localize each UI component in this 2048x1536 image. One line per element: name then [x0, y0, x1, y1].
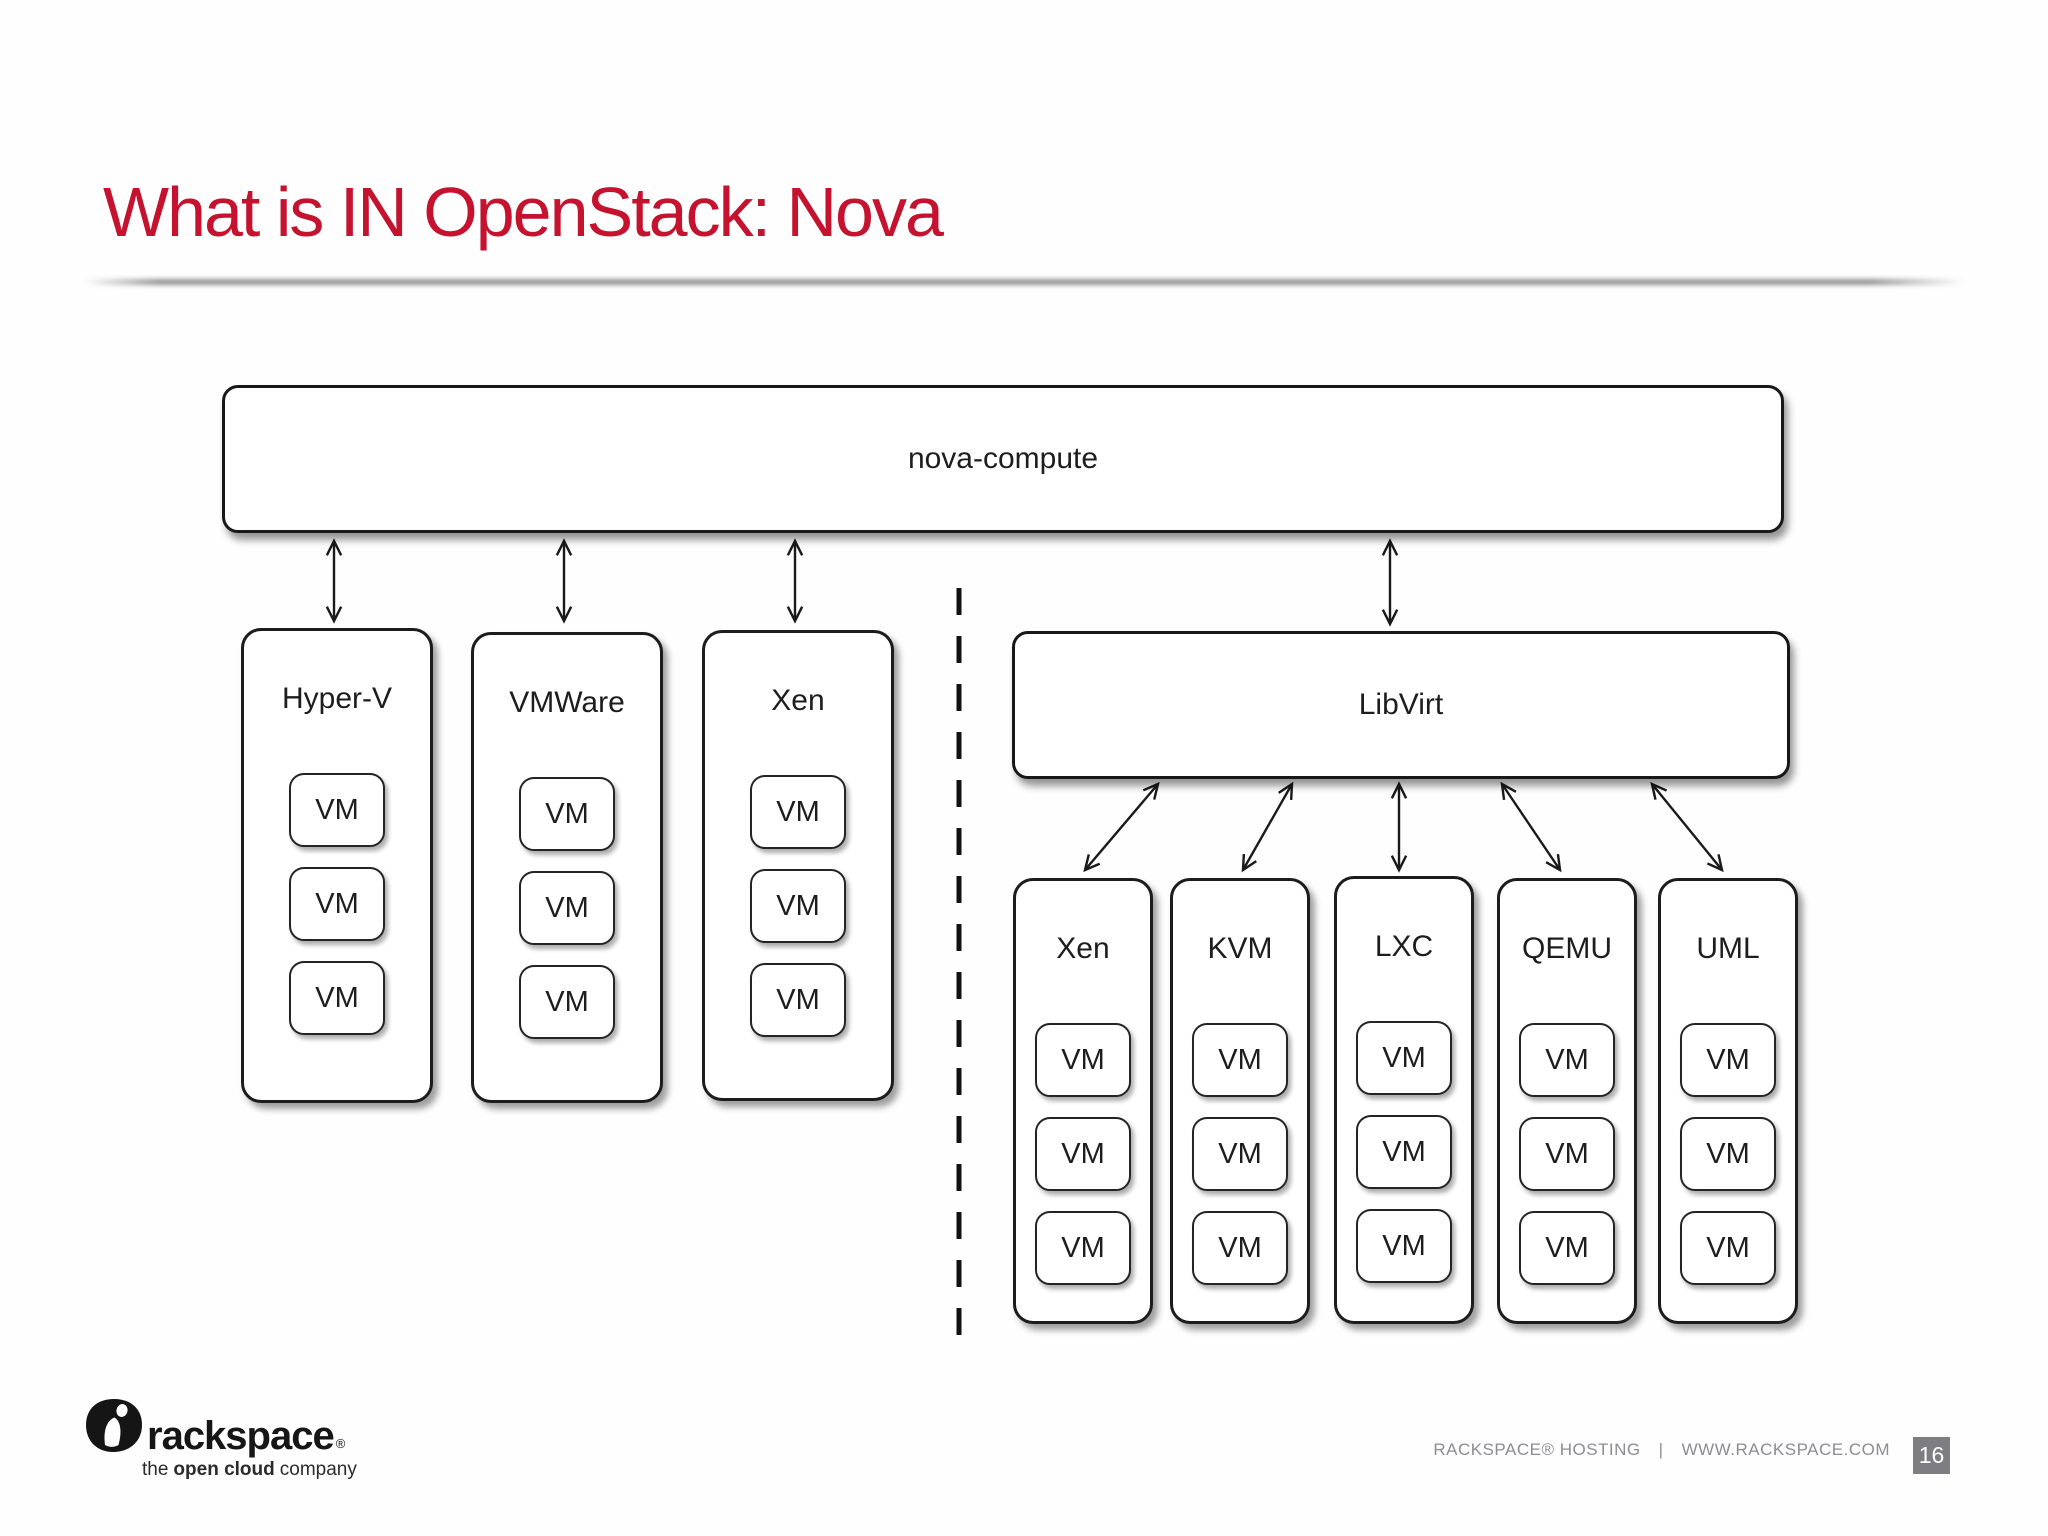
- vm-stack: VM VM VM: [1661, 1023, 1795, 1285]
- vm-box: VM: [750, 869, 846, 943]
- slide-title: What is IN OpenStack: Nova: [103, 173, 944, 251]
- vm-box: VM: [1035, 1211, 1131, 1285]
- vm-box: VM: [1356, 1209, 1452, 1283]
- driver-box-uml: UML VM VM VM: [1658, 878, 1798, 1324]
- brand-tagline: the open cloud company: [142, 1459, 357, 1481]
- libvirt-box: LibVirt: [1012, 631, 1790, 779]
- page-number-badge: 16: [1913, 1437, 1950, 1474]
- vm-stack: VM VM VM: [1016, 1023, 1150, 1285]
- vm-stack: VM VM VM: [474, 777, 660, 1039]
- vm-stack: VM VM VM: [705, 775, 891, 1037]
- double-arrow-libvirt-qemu: [1500, 781, 1562, 873]
- libvirt-label: LibVirt: [1358, 688, 1444, 721]
- hypervisor-label: Xen: [771, 684, 825, 717]
- driver-label: Xen: [1056, 932, 1110, 965]
- vm-box: VM: [1356, 1021, 1452, 1095]
- double-arrow-libvirt-kvm: [1241, 781, 1294, 873]
- vm-box: VM: [519, 965, 615, 1039]
- vm-box: VM: [289, 867, 385, 941]
- footer-separator: |: [1658, 1440, 1664, 1459]
- hypervisor-box-hyper-v: Hyper-V VM VM VM: [241, 628, 433, 1103]
- vm-box: VM: [1680, 1211, 1776, 1285]
- vm-stack: VM VM VM: [1500, 1023, 1634, 1285]
- hypervisor-label: Hyper-V: [281, 682, 393, 715]
- driver-label: QEMU: [1522, 932, 1612, 965]
- footer-site-text: WWW.RACKSPACE.COM: [1681, 1440, 1890, 1459]
- nova-compute-box: nova-compute: [222, 385, 1784, 533]
- vm-box: VM: [519, 777, 615, 851]
- vm-stack: VM VM VM: [1337, 1021, 1471, 1283]
- rackspace-logo-icon: [86, 1399, 142, 1452]
- vm-box: VM: [1192, 1211, 1288, 1285]
- registered-mark: ®: [335, 1436, 346, 1451]
- vm-box: VM: [1519, 1023, 1615, 1097]
- vm-box: VM: [750, 775, 846, 849]
- hypervisor-box-xen: Xen VM VM VM: [702, 630, 894, 1101]
- hypervisor-label: VMWare: [509, 686, 625, 719]
- vm-box: VM: [1192, 1117, 1288, 1191]
- vm-box: VM: [519, 871, 615, 945]
- hypervisor-box-vmware: VMWare VM VM VM: [471, 632, 663, 1103]
- vm-box: VM: [1680, 1117, 1776, 1191]
- title-divider-line: [84, 279, 1964, 285]
- tagline-bold: open cloud: [173, 1459, 275, 1480]
- vm-stack: VM VM VM: [244, 773, 430, 1035]
- driver-label: UML: [1696, 932, 1760, 965]
- vm-box: VM: [1519, 1117, 1615, 1191]
- brand-name: rackspace: [147, 1414, 335, 1458]
- nova-compute-label: nova-compute: [907, 442, 1099, 475]
- vm-box: VM: [289, 773, 385, 847]
- vm-box: VM: [289, 961, 385, 1035]
- vm-box: VM: [1356, 1115, 1452, 1189]
- footer-hosting-text: RACKSPACE® HOSTING: [1433, 1440, 1641, 1459]
- vm-box: VM: [1680, 1023, 1776, 1097]
- vm-stack: VM VM VM: [1173, 1023, 1307, 1285]
- vm-box: VM: [1192, 1023, 1288, 1097]
- double-arrow-libvirt-xen: [1083, 781, 1160, 873]
- vm-box: VM: [1519, 1211, 1615, 1285]
- vm-box: VM: [1035, 1023, 1131, 1097]
- rackspace-wordmark: rackspace ®: [147, 1414, 346, 1459]
- tagline-pre: the: [142, 1459, 169, 1480]
- double-arrow-libvirt-uml: [1650, 781, 1724, 873]
- driver-label: LXC: [1374, 930, 1434, 963]
- tagline-post: company: [279, 1459, 357, 1480]
- driver-box-lxc: LXC VM VM VM: [1334, 876, 1474, 1324]
- driver-box-kvm: KVM VM VM VM: [1170, 878, 1310, 1324]
- footer-text: RACKSPACE® HOSTING | WWW.RACKSPACE.COM: [1433, 1440, 1890, 1460]
- driver-label: KVM: [1207, 932, 1273, 965]
- vm-box: VM: [1035, 1117, 1131, 1191]
- driver-box-xen: Xen VM VM VM: [1013, 878, 1153, 1324]
- driver-box-qemu: QEMU VM VM VM: [1497, 878, 1637, 1324]
- vm-box: VM: [750, 963, 846, 1037]
